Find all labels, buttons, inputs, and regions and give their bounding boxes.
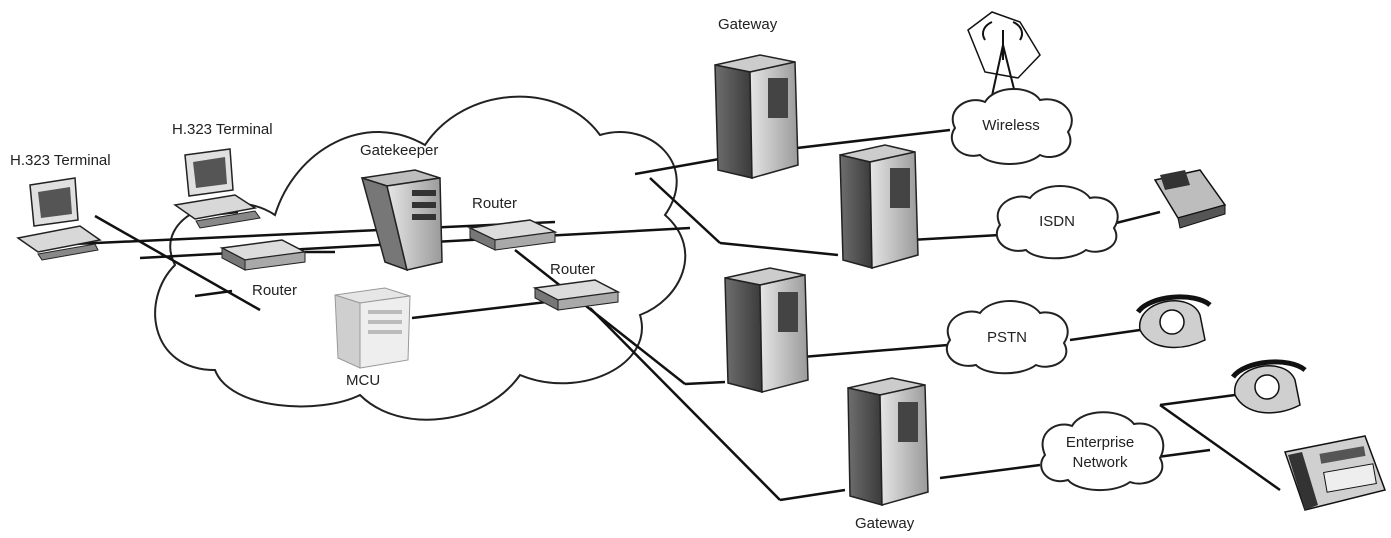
enterprise-cloud-label-2: Network bbox=[1072, 455, 1127, 471]
router-lower-label: Router bbox=[550, 262, 595, 277]
isdn-cloud-label: ISDN bbox=[1039, 214, 1075, 230]
gateway-1 bbox=[715, 55, 798, 178]
gateway-4 bbox=[848, 378, 928, 505]
gateway-bottom-label: Gateway bbox=[855, 516, 914, 531]
gateway-3 bbox=[725, 268, 808, 392]
fax-phone-icon bbox=[1155, 170, 1225, 228]
router-left-label: Router bbox=[252, 283, 297, 298]
gatekeeper-label: Gatekeeper bbox=[360, 143, 438, 158]
gateway-2 bbox=[840, 145, 918, 268]
mcu-label: MCU bbox=[346, 373, 380, 388]
mcu-server bbox=[335, 288, 410, 368]
pstn-cloud-label: PSTN bbox=[987, 330, 1027, 346]
router-center-label: Router bbox=[472, 196, 517, 211]
terminal-left-label: H.323 Terminal bbox=[10, 153, 111, 168]
h323-terminal-left bbox=[18, 178, 100, 260]
rotary-phone-enterprise-icon bbox=[1233, 362, 1305, 413]
gateway-top-label: Gateway bbox=[718, 17, 777, 32]
enterprise-cloud-label-1: Enterprise bbox=[1066, 435, 1134, 451]
enterprise-cloud bbox=[1041, 412, 1163, 490]
terminal-right-label: H.323 Terminal bbox=[172, 122, 273, 137]
office-phone-icon bbox=[1285, 436, 1385, 510]
wireless-cloud-label: Wireless bbox=[982, 118, 1040, 134]
rotary-phone-pstn-icon bbox=[1138, 297, 1210, 347]
